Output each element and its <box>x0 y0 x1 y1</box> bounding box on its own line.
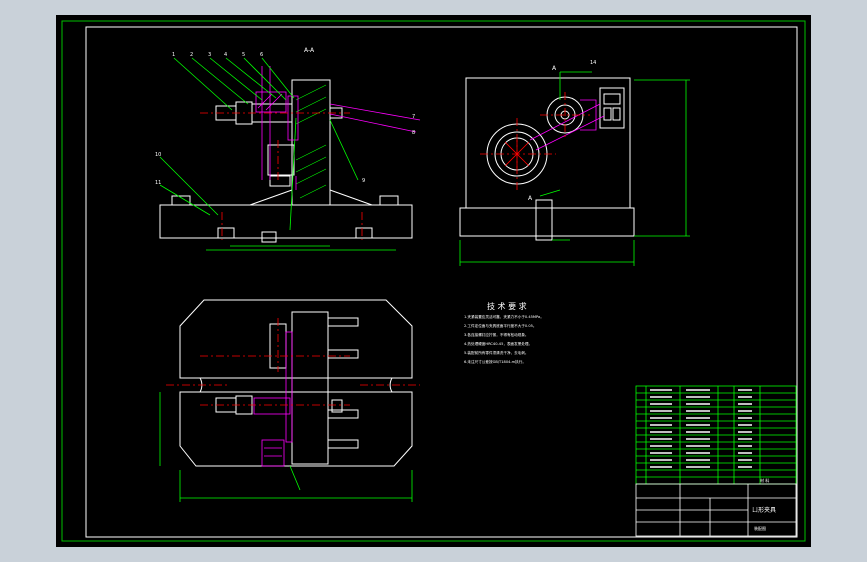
section-balloons: 1 2 3 4 5 6 10 11 7 8 9 <box>155 52 415 186</box>
sheet-border-outer <box>61 20 806 542</box>
parts-list-text <box>650 389 752 468</box>
title-block <box>635 483 797 537</box>
balloon-number: 2 <box>190 52 193 58</box>
balloon-number: 6 <box>260 52 263 58</box>
tech-requirement-line: 5.装配前所有零件须清洗干净，去毛刺。 <box>464 350 529 355</box>
tech-requirements-title: 技 术 要 求 <box>487 301 527 311</box>
front-view-star <box>504 140 530 168</box>
view-marker-a: A <box>552 65 557 72</box>
title-block-header: 材 料 <box>760 477 769 483</box>
balloon-number: 11 <box>155 180 161 186</box>
front-view-magenta <box>529 99 605 151</box>
tech-requirement-line: 4.热处理硬度HRC40-45，表面发黑处理。 <box>464 341 532 346</box>
top-view-dimensions <box>159 392 413 502</box>
section-leaders-right <box>329 103 421 133</box>
balloon-number: 4 <box>224 52 227 58</box>
balloon-number: 5 <box>242 52 245 58</box>
tech-requirement-line: 6.未注尺寸公差按GB/T1804-m执行。 <box>464 359 526 364</box>
balloon-number: 7 <box>412 114 415 120</box>
title-block-name: ㄩ形夹具 <box>752 506 776 514</box>
part-tag-14: 14 <box>590 60 596 66</box>
balloon-number: 10 <box>155 152 161 158</box>
balloon-number: 3 <box>208 52 211 58</box>
view-marker-a: A <box>528 195 533 202</box>
section-label: A-A <box>304 47 315 54</box>
balloon-number: 8 <box>412 130 415 136</box>
top-view-magenta <box>253 331 293 467</box>
tech-requirements: 技 术 要 求 1.夹紧装置应灵活可靠，夹紧力不小于0.45MPa。 2.工件定… <box>464 301 544 364</box>
balloon-number: 9 <box>362 178 365 184</box>
balloon-number: 1 <box>172 52 175 58</box>
title-block-sub: 装配图 <box>754 525 766 531</box>
drawing-sheet <box>56 15 811 547</box>
section-center-lines <box>200 112 363 240</box>
section-leaders <box>159 57 396 251</box>
tech-requirement-line: 3.各连接螺钉应拧紧，不得有松动现象。 <box>464 332 529 337</box>
section-hatch-magenta <box>255 66 299 190</box>
sheet-border-inner <box>85 26 798 538</box>
top-view-center-lines <box>166 318 420 406</box>
tech-requirement-line: 2.工件定位面与夹具底面平行度不大于0.05。 <box>464 323 537 328</box>
tech-requirement-line: 1.夹紧装置应灵活可靠，夹紧力不小于0.45MPa。 <box>464 314 544 319</box>
front-view-dimensions <box>459 71 690 266</box>
